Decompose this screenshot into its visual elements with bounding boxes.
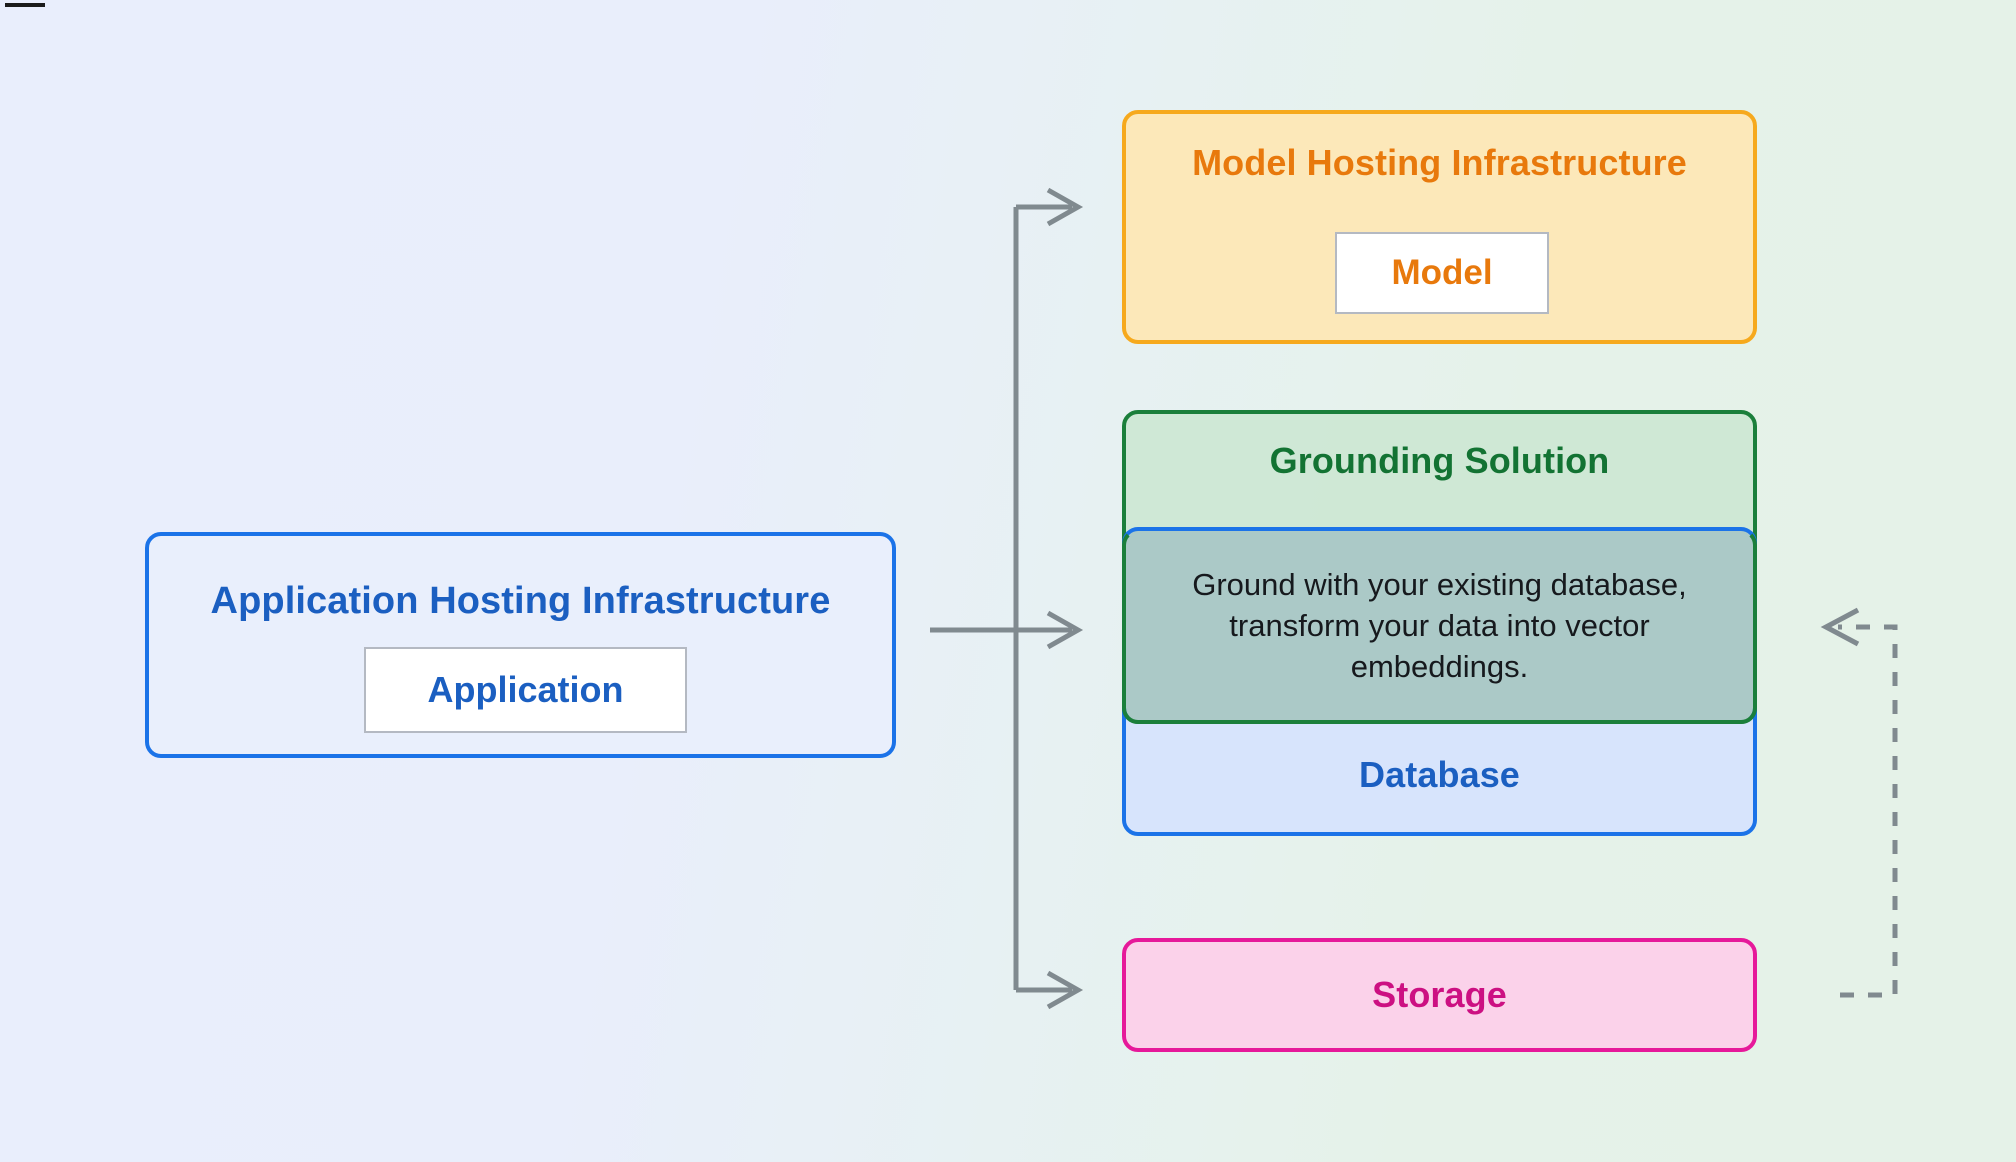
arrowhead-storage-icon: [1046, 970, 1084, 1010]
model-label: Model: [1391, 253, 1493, 292]
arrowhead-storage-to-grounding-icon: [1820, 607, 1860, 647]
storage-title: Storage: [1372, 974, 1507, 1015]
node-application-hosting-infrastructure[interactable]: Application Hosting Infrastructure Appli…: [145, 532, 896, 758]
grounding-note-text: Ground with your existing database, tran…: [1192, 566, 1687, 685]
application-label: Application: [427, 669, 624, 710]
node-storage[interactable]: Storage: [1122, 938, 1757, 1052]
grounding-solution-title: Grounding Solution: [1269, 440, 1610, 481]
corner-mark: [5, 3, 45, 7]
node-model-hosting-infrastructure[interactable]: Model Hosting Infrastructure Model: [1122, 110, 1757, 344]
arrowhead-grounding-icon: [1046, 610, 1084, 650]
arrowhead-model-icon: [1046, 187, 1084, 227]
node-application[interactable]: Application: [364, 647, 687, 733]
connector-storage-to-grounding-dashed: [1838, 624, 1898, 998]
grounding-database-overlap: Ground with your existing database, tran…: [1124, 529, 1755, 722]
application-hosting-title: Application Hosting Infrastructure: [210, 580, 831, 622]
node-model[interactable]: Model: [1335, 232, 1549, 314]
model-hosting-title: Model Hosting Infrastructure: [1192, 142, 1687, 183]
database-title: Database: [1359, 754, 1520, 795]
